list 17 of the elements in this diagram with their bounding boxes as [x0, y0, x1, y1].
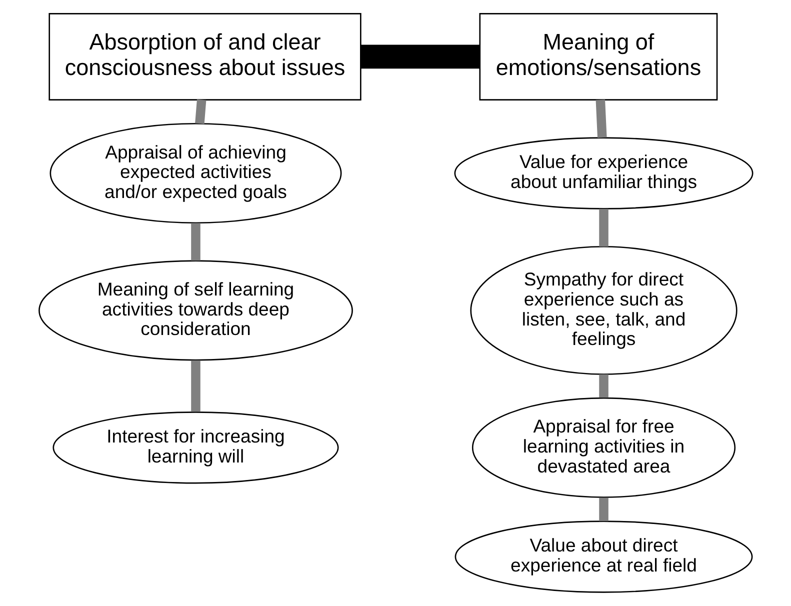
node-ellipse: Meaning of self learning activities towards deep consideration [38, 260, 352, 361]
connector [598, 208, 608, 247]
connector [598, 498, 608, 522]
node-ellipse: Value for experience about unfamiliar things [454, 137, 753, 210]
connector [190, 223, 200, 261]
connector [190, 360, 200, 412]
node-box: Absorption of and clear consciousness about issues [48, 13, 361, 100]
connector [598, 374, 608, 398]
node-ellipse: Value about direct experience at real field [454, 520, 752, 593]
node-ellipse: Appraisal for free learning activities in devastated area [471, 397, 736, 498]
connector [360, 44, 480, 69]
connector [595, 100, 606, 138]
node-box: Meaning of emotions/sensations [478, 13, 718, 100]
connector [194, 99, 206, 124]
node-ellipse: Sympathy for direct experience such as listen, see, talk, and feelings [470, 246, 737, 375]
node-ellipse: Interest for increasing learning will [52, 412, 338, 484]
node-ellipse: Appraisal of achieving expected activities and/or expected goals [49, 122, 342, 224]
